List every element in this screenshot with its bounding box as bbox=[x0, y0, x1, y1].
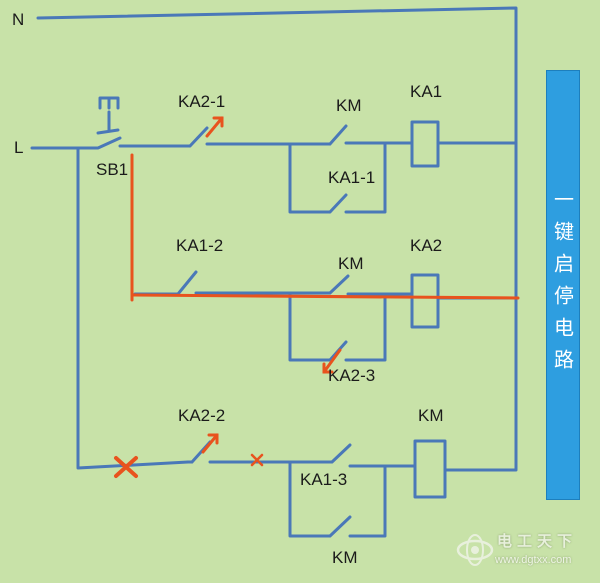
watermark: 电工天下 www.dgtxx.com bbox=[455, 528, 600, 578]
label-km-mid: KM bbox=[338, 254, 364, 273]
left-bus bbox=[76, 146, 190, 470]
label-sb1: SB1 bbox=[96, 160, 129, 179]
ka2-1-arrow-head bbox=[212, 116, 224, 128]
ka1-coil bbox=[410, 120, 440, 168]
watermark-logo-icon bbox=[456, 534, 494, 566]
label-ka1-2: KA1-2 bbox=[176, 236, 224, 255]
km-coil bbox=[413, 439, 447, 499]
sb1-contact bbox=[93, 136, 177, 150]
ka1-1-branch bbox=[288, 141, 387, 214]
title-bar: 一键启停电路 bbox=[546, 70, 580, 500]
label-n: N bbox=[12, 10, 25, 29]
row2-contact-ka1-2 bbox=[133, 270, 292, 296]
break-mark-small bbox=[250, 453, 264, 467]
label-ka1-1: KA1-1 bbox=[328, 168, 376, 187]
label-ka2: KA2 bbox=[410, 236, 443, 255]
label-km-coil: KM bbox=[418, 406, 444, 425]
label-ka2-2: KA2-2 bbox=[178, 406, 226, 425]
ka2-3-arrow-head bbox=[322, 362, 334, 374]
watermark-text: 电工天下 bbox=[497, 532, 578, 550]
label-ka2-3: KA2-3 bbox=[328, 366, 376, 385]
ka2-2-arrow-head bbox=[207, 433, 219, 445]
row2-contact-km bbox=[288, 274, 414, 296]
ka2-2-arrow bbox=[201, 433, 219, 454]
diagram-title: 一键启停电路 bbox=[550, 189, 575, 381]
break-mark-large bbox=[114, 456, 138, 478]
label-l: L bbox=[14, 138, 24, 157]
label-ka2-1: KA2-1 bbox=[178, 92, 226, 111]
label-ka1-3: KA1-3 bbox=[300, 470, 348, 489]
ka2-1-arrow bbox=[205, 116, 224, 138]
label-ka1: KA1 bbox=[410, 82, 443, 101]
km-hold-branch bbox=[288, 460, 387, 538]
watermark-url: www.dgtxx.com bbox=[495, 554, 572, 566]
label-km-bottom: KM bbox=[332, 548, 358, 567]
row1-contact-ka2-1 bbox=[173, 126, 292, 148]
row3-contact-ka1-3 bbox=[288, 443, 417, 468]
highlight-current-path bbox=[130, 153, 520, 302]
ka2-3-arrow bbox=[322, 348, 342, 374]
row1-contact-km bbox=[288, 124, 414, 146]
neutral-rail bbox=[36, 6, 518, 472]
sb1-button-symbol bbox=[96, 96, 120, 135]
label-km-top: KM bbox=[336, 96, 362, 115]
ka2-coil bbox=[410, 273, 440, 329]
ka2-3-branch bbox=[288, 291, 387, 362]
